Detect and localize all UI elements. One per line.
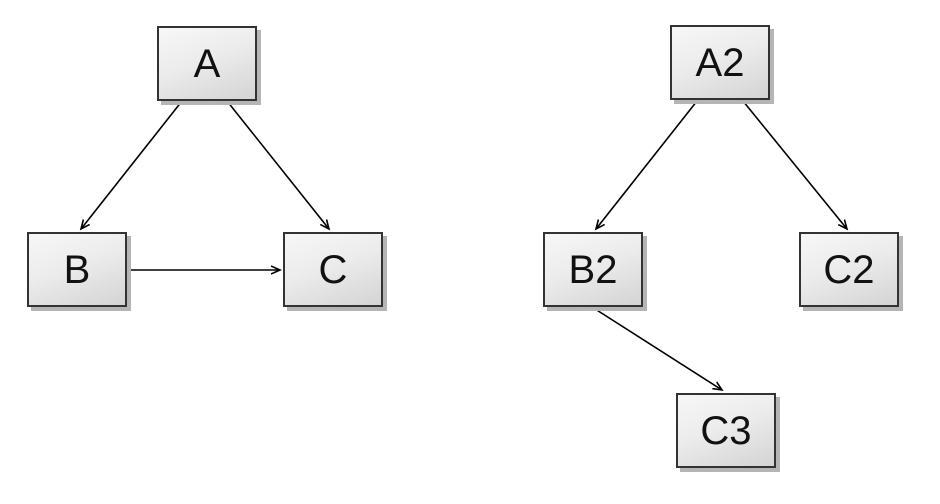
edge-b2-to-c3 [591, 306, 722, 390]
node-a2-label: A2 [695, 40, 745, 85]
node-c-label: C [318, 247, 348, 292]
node-a[interactable]: A [157, 26, 257, 101]
node-b2[interactable]: B2 [543, 232, 643, 307]
edge-a-to-c [226, 100, 329, 229]
node-b[interactable]: B [27, 232, 127, 307]
node-a-label: A [193, 41, 221, 86]
node-b-label: B [63, 247, 91, 292]
node-b2-label: B2 [568, 247, 618, 292]
node-c2-label: C2 [823, 247, 875, 292]
edge-a2-to-b2 [596, 100, 698, 229]
node-a2[interactable]: A2 [670, 25, 770, 100]
node-c[interactable]: C [283, 232, 383, 307]
edge-a-to-b [81, 100, 183, 229]
node-c3[interactable]: C3 [676, 393, 776, 468]
node-c2[interactable]: C2 [799, 232, 899, 307]
edge-a2-to-c2 [742, 100, 847, 229]
node-c3-label: C3 [700, 408, 752, 453]
